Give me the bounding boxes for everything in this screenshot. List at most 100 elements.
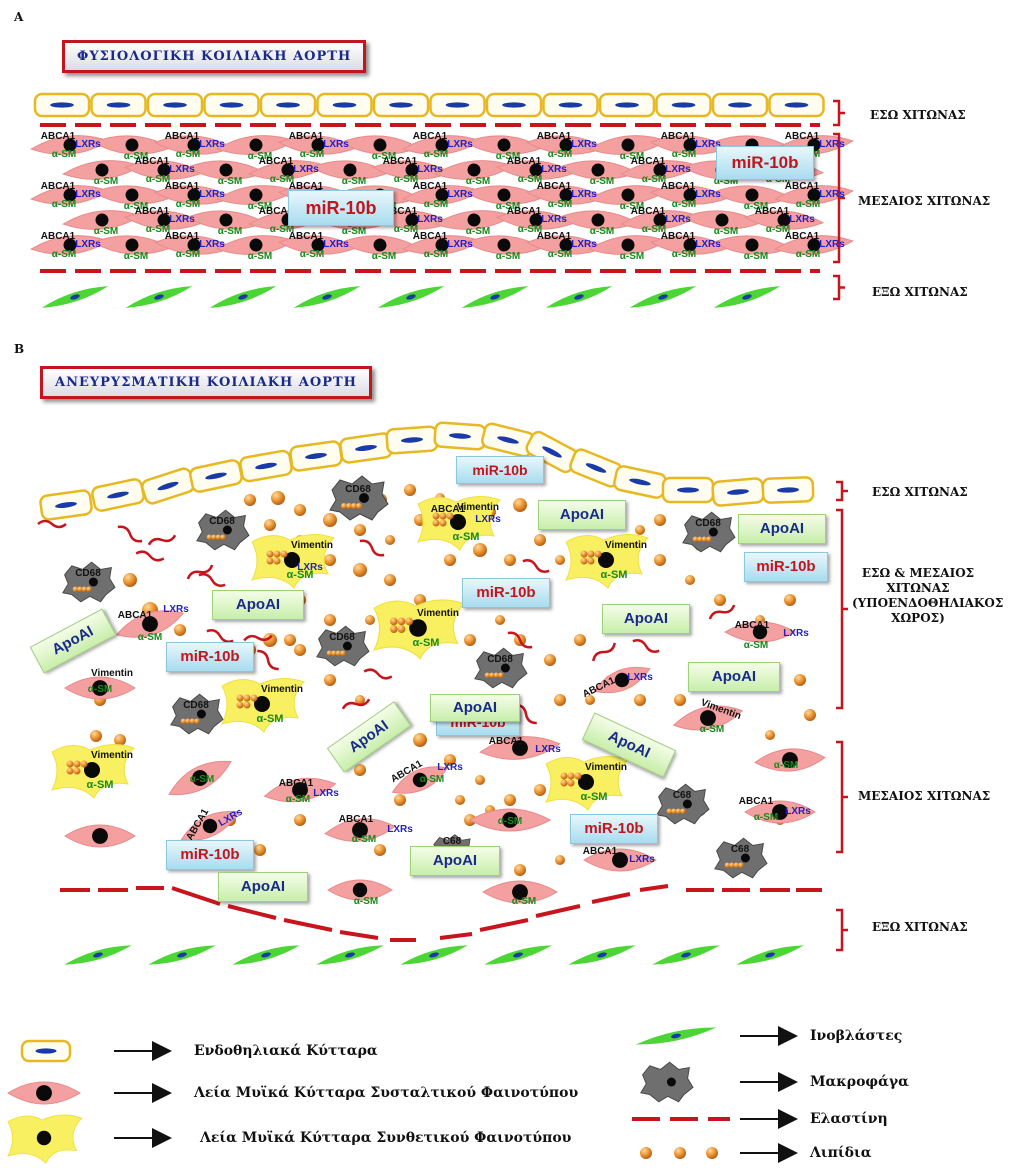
macrophage-nucleus	[740, 853, 750, 863]
smc-nucleus	[92, 828, 108, 844]
lipid-droplet	[326, 650, 333, 656]
panel-a-letter: A	[14, 10, 24, 24]
smc-nucleus	[497, 238, 511, 252]
lipid-droplet	[294, 504, 306, 516]
lipid-droplet	[335, 650, 342, 656]
panel-b-title: ΑΝΕΥΡΥΣΜΑΤΙΚΗ ΚΟΙΛΙΑΚΗ ΑΟΡΤΗ	[40, 366, 372, 399]
endothelial-nucleus	[671, 102, 696, 108]
label-vimentin: Vimentin	[585, 762, 627, 773]
endothelial-nucleus	[255, 462, 277, 470]
label-asm: α-SM	[176, 149, 200, 160]
elastin-fragment	[363, 668, 393, 680]
label-lxrs: LXRs	[447, 189, 473, 200]
label-asm: α-SM	[287, 569, 314, 581]
smc-contractile-cell	[277, 235, 359, 255]
smc-contractile-cell	[391, 766, 449, 794]
lipid-droplet	[587, 557, 595, 565]
smc-nucleus	[807, 238, 821, 252]
label-abca1: ABCA1	[537, 231, 572, 242]
lipid-droplet	[244, 494, 256, 506]
smc-contractile-cell	[115, 610, 185, 638]
apoai-box: ApoAI	[410, 846, 500, 876]
lipid-droplet	[389, 617, 398, 626]
macrophage-nucleus	[500, 663, 510, 673]
smc-nucleus	[621, 238, 635, 252]
lipid-droplet	[555, 855, 565, 865]
smc-nucleus	[36, 1130, 52, 1146]
label-asm: α-SM	[138, 632, 162, 643]
elastin-fiber	[339, 930, 379, 940]
elastin-fragment-path	[341, 698, 371, 710]
label-vimentin: Vimentin	[605, 540, 647, 551]
smc-nucleus	[157, 163, 171, 177]
layer-bracket	[836, 480, 848, 502]
label-asm: α-SM	[372, 151, 396, 162]
lipid-droplet	[215, 534, 222, 540]
lipid-droplet	[513, 498, 527, 512]
label-lxrs: LXRs	[819, 239, 845, 250]
endothelial-nucleus	[615, 102, 639, 108]
label-asm: α-SM	[620, 151, 644, 162]
endothelial-nucleus	[157, 481, 179, 491]
label-abca1: ABCA1	[413, 181, 448, 192]
lipid-droplet	[394, 794, 406, 806]
fibroblast	[293, 286, 361, 308]
smc-nucleus	[497, 138, 511, 152]
endothelial-cell	[525, 430, 579, 474]
lipid-droplet	[634, 694, 646, 706]
label-asm: α-SM	[372, 251, 396, 262]
lipid-droplet	[493, 672, 500, 678]
smc-nucleus	[311, 238, 325, 252]
endothelial-cell	[316, 92, 373, 118]
lipid-droplet	[560, 779, 568, 787]
smc-nucleus	[202, 818, 218, 834]
fibroblast-nucleus	[681, 952, 691, 958]
label-abca1: ABCA1	[431, 504, 466, 515]
endothelial-nucleus	[401, 437, 423, 443]
label-cd68: CD68	[183, 700, 209, 711]
mir10b-box: miR-10b	[462, 578, 550, 608]
smc-contractile-cell	[434, 160, 514, 180]
smc-nucleus	[559, 188, 573, 202]
smc-contractile-cell	[30, 235, 110, 255]
label-vimentin: Vimentin	[417, 608, 459, 619]
mir10b-box: miR-10b	[744, 552, 828, 582]
lipid-droplet	[323, 513, 337, 527]
lipid-droplet	[714, 594, 726, 606]
label-abca1: ABCA1	[41, 181, 76, 192]
endothelial-nucleus	[50, 102, 74, 108]
lipid-droplet	[574, 634, 586, 646]
label-asm: α-SM	[424, 199, 448, 210]
apoai-box: ApoAI	[538, 500, 626, 530]
macrophage	[474, 647, 528, 689]
label-cd68: CD68	[345, 484, 371, 495]
label-abca1: ABCA1	[537, 131, 572, 142]
label-lxrs: LXRs	[297, 562, 323, 573]
smc-nucleus	[284, 552, 300, 568]
layer-label-b-sub-line2: ΧΙΤΩΝΑΣ	[886, 581, 950, 595]
lipid-droplet	[236, 701, 244, 709]
smc-nucleus	[512, 884, 528, 900]
fibroblast-nucleus	[658, 294, 668, 300]
lipid-droplet	[185, 718, 191, 724]
layer-label-a-adventitia: ΕΞΩ ΧΙΤΩΝΑΣ	[872, 285, 968, 299]
smc-contractile-cell	[743, 210, 825, 230]
smc-contractile-cell	[711, 235, 793, 255]
label-abca1: ABCA1	[507, 206, 542, 217]
layer-bracket	[836, 908, 848, 952]
smc-nucleus	[435, 238, 449, 252]
lipid-droplet	[432, 512, 440, 520]
label-asm: α-SM	[248, 251, 272, 262]
lipid-droplet	[189, 718, 196, 724]
smc-nucleus	[621, 188, 635, 202]
fibroblast	[713, 286, 781, 308]
lipid-droplet	[560, 772, 568, 780]
fibroblast	[545, 286, 613, 308]
layer-label-a-intima: ΕΣΩ ΧΙΤΩΝΑΣ	[870, 108, 966, 122]
lipid-droplet	[464, 634, 476, 646]
elastin-fragment	[186, 564, 214, 580]
smc-nucleus	[254, 696, 270, 712]
label-asm: α-SM	[744, 640, 768, 651]
smc-contractile-cell	[153, 235, 235, 255]
label-lxrs: LXRs	[437, 762, 463, 773]
